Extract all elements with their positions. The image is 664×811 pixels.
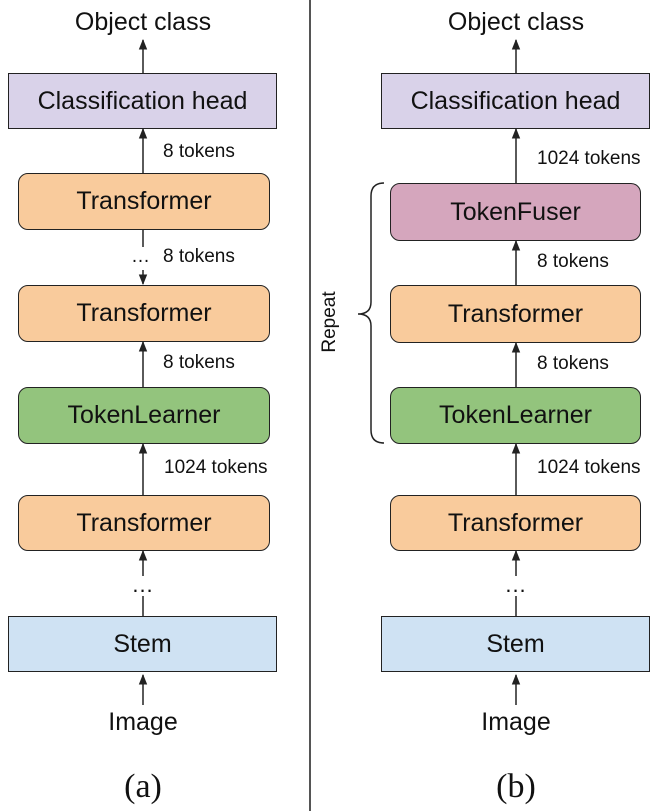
input-label-a: Image [108,708,178,736]
edge-ellipsis-a: … [131,246,150,267]
classification-head-box-b: Classification head [381,73,650,129]
output-label-a: Object class [74,8,212,36]
repeat-brace [357,182,385,444]
panel-divider [309,0,311,811]
classification-head-box-a: Classification head [8,73,277,129]
tokenlearner-box-b: TokenLearner [390,387,641,444]
repeat-label: Repeat [319,291,340,353]
transformer-label-top-a: Transformer [76,187,212,215]
stem-label-b: Stem [486,629,545,658]
transformer-label-mid-a: Transformer [76,299,212,327]
transformer-box-top-a: Transformer [18,173,270,230]
input-label-b: Image [481,708,551,736]
tokenlearner-label-b: TokenLearner [439,401,592,429]
classification-head-label-a: Classification head [37,86,248,115]
transformer-box-mid-a: Transformer [18,285,270,342]
edge-label-head-b: 1024 tokens [537,148,641,169]
edge-label-1024-b: 1024 tokens [537,457,641,478]
edge-label-tl-b: 8 tokens [537,353,609,374]
stem-label-a: Stem [113,629,172,658]
transformer-box-b: Transformer [390,285,641,343]
classification-head-label-b: Classification head [410,86,621,115]
transformer-box-bottom-a: Transformer [18,495,270,551]
caption-b: (b) [496,768,536,805]
stem-box-b: Stem [381,616,650,672]
transformer-label-b: Transformer [447,299,584,328]
output-label-b: Object class [447,8,585,36]
tokenlearner-label-a: TokenLearner [67,401,221,429]
dots-a: ... [132,572,154,597]
edge-label-1024-a: 1024 tokens [164,457,268,478]
edge-label-tl-a: 8 tokens [163,352,235,373]
dots-b: ... [505,572,527,597]
tokenfuser-label-b: TokenFuser [450,197,581,226]
edge-label-mid-a: 8 tokens [163,246,235,267]
caption-a: (a) [124,768,162,805]
tokenlearner-box-a: TokenLearner [18,387,270,444]
transformer-label-bottom-b: Transformer [447,508,584,537]
edge-label-fuser-b: 8 tokens [537,251,609,272]
tokenfuser-box-b: TokenFuser [390,183,641,241]
transformer-label-bottom-a: Transformer [76,508,212,537]
transformer-box-bottom-b: Transformer [390,495,641,551]
stem-box-a: Stem [8,616,277,672]
edge-label-head-a: 8 tokens [163,141,235,162]
